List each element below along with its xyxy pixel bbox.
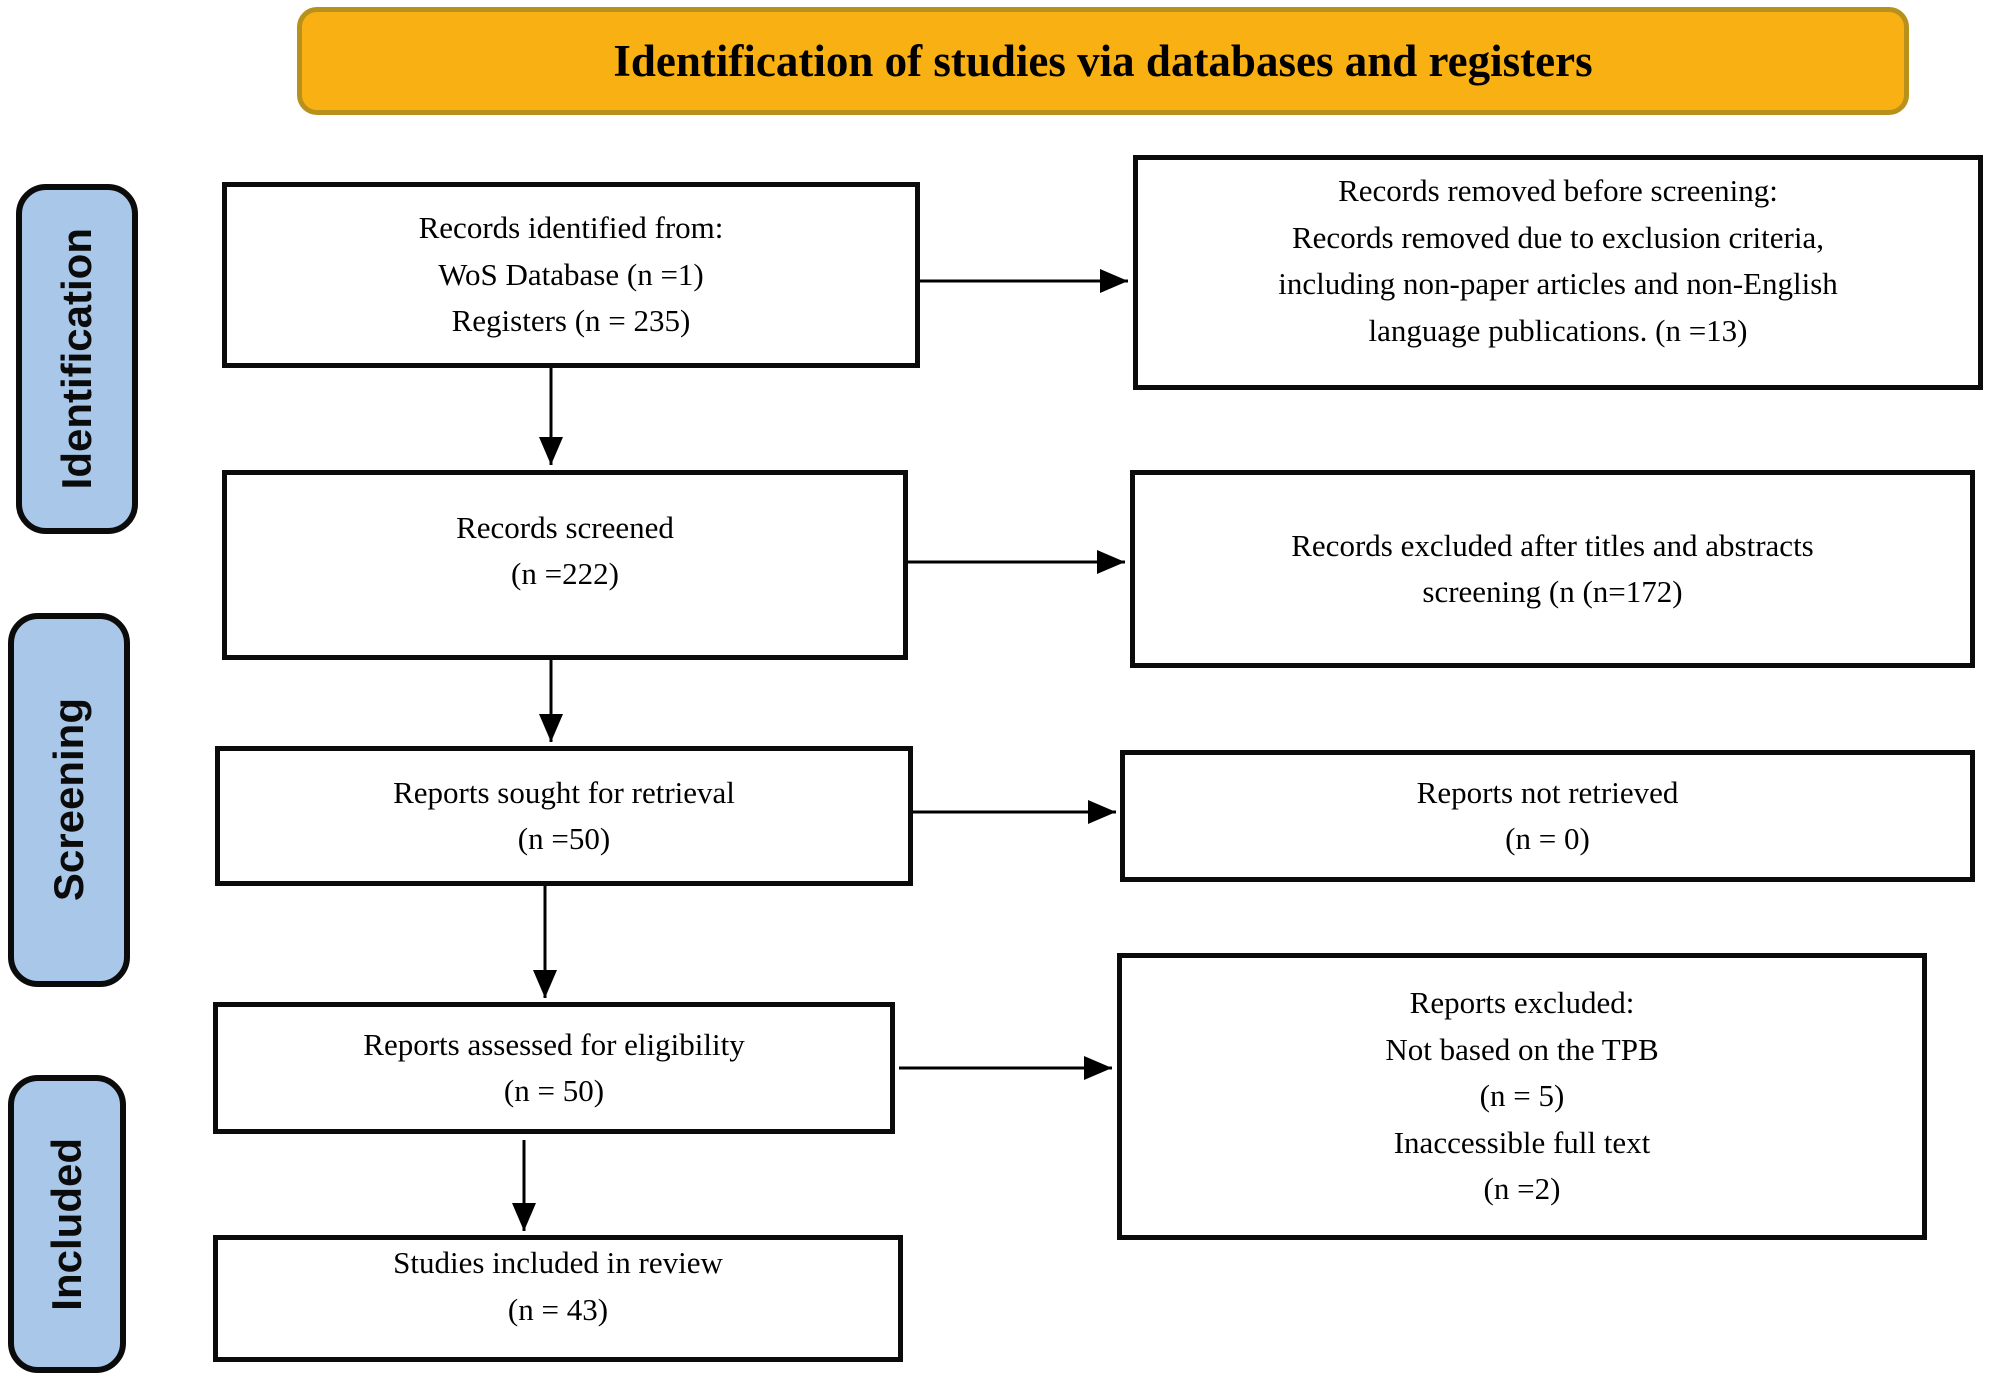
box-records-removed: Records removed before screening: Record…: [1133, 155, 1983, 390]
box-reports-excluded: Reports excluded: Not based on the TPB (…: [1117, 953, 1927, 1240]
stage-tab-identification: Identification: [16, 184, 138, 534]
stage-tab-screening: Screening: [8, 613, 130, 987]
box-records-excluded-text: Records excluded after titles and abstra…: [1291, 527, 1814, 610]
stage-tab-included: Included: [8, 1075, 126, 1373]
stage-label-identification: Identification: [53, 228, 100, 490]
box-studies-included: Studies included in review (n = 43): [213, 1235, 903, 1362]
box-reports-sought: Reports sought for retrieval (n =50): [215, 746, 913, 886]
box-reports-not-retrieved: Reports not retrieved (n = 0): [1120, 750, 1975, 882]
box-records-identified: Records identified from: WoS Database (n…: [222, 182, 920, 368]
box-reports-assessed: Reports assessed for eligibility (n = 50…: [213, 1002, 895, 1134]
box-reports-assessed-text: Reports assessed for eligibility (n = 50…: [363, 1026, 745, 1109]
box-records-identified-text: Records identified from: WoS Database (n…: [418, 210, 724, 339]
title-banner: Identification of studies via databases …: [297, 7, 1909, 115]
stage-label-included: Included: [43, 1137, 90, 1311]
diagram-title: Identification of studies via databases …: [613, 36, 1593, 86]
box-records-removed-text: Records removed before screening: Record…: [1278, 173, 1838, 348]
box-reports-excluded-text: Reports excluded: Not based on the TPB (…: [1385, 985, 1659, 1207]
box-records-screened: Records screened (n =222): [222, 470, 908, 660]
box-reports-sought-text: Reports sought for retrieval (n =50): [393, 774, 735, 857]
box-records-screened-text: Records screened (n =222): [456, 509, 674, 592]
stage-label-screening: Screening: [45, 698, 92, 902]
box-reports-not-retrieved-text: Reports not retrieved (n = 0): [1416, 774, 1679, 857]
box-studies-included-text: Studies included in review (n = 43): [393, 1245, 723, 1327]
box-records-excluded: Records excluded after titles and abstra…: [1130, 470, 1975, 668]
